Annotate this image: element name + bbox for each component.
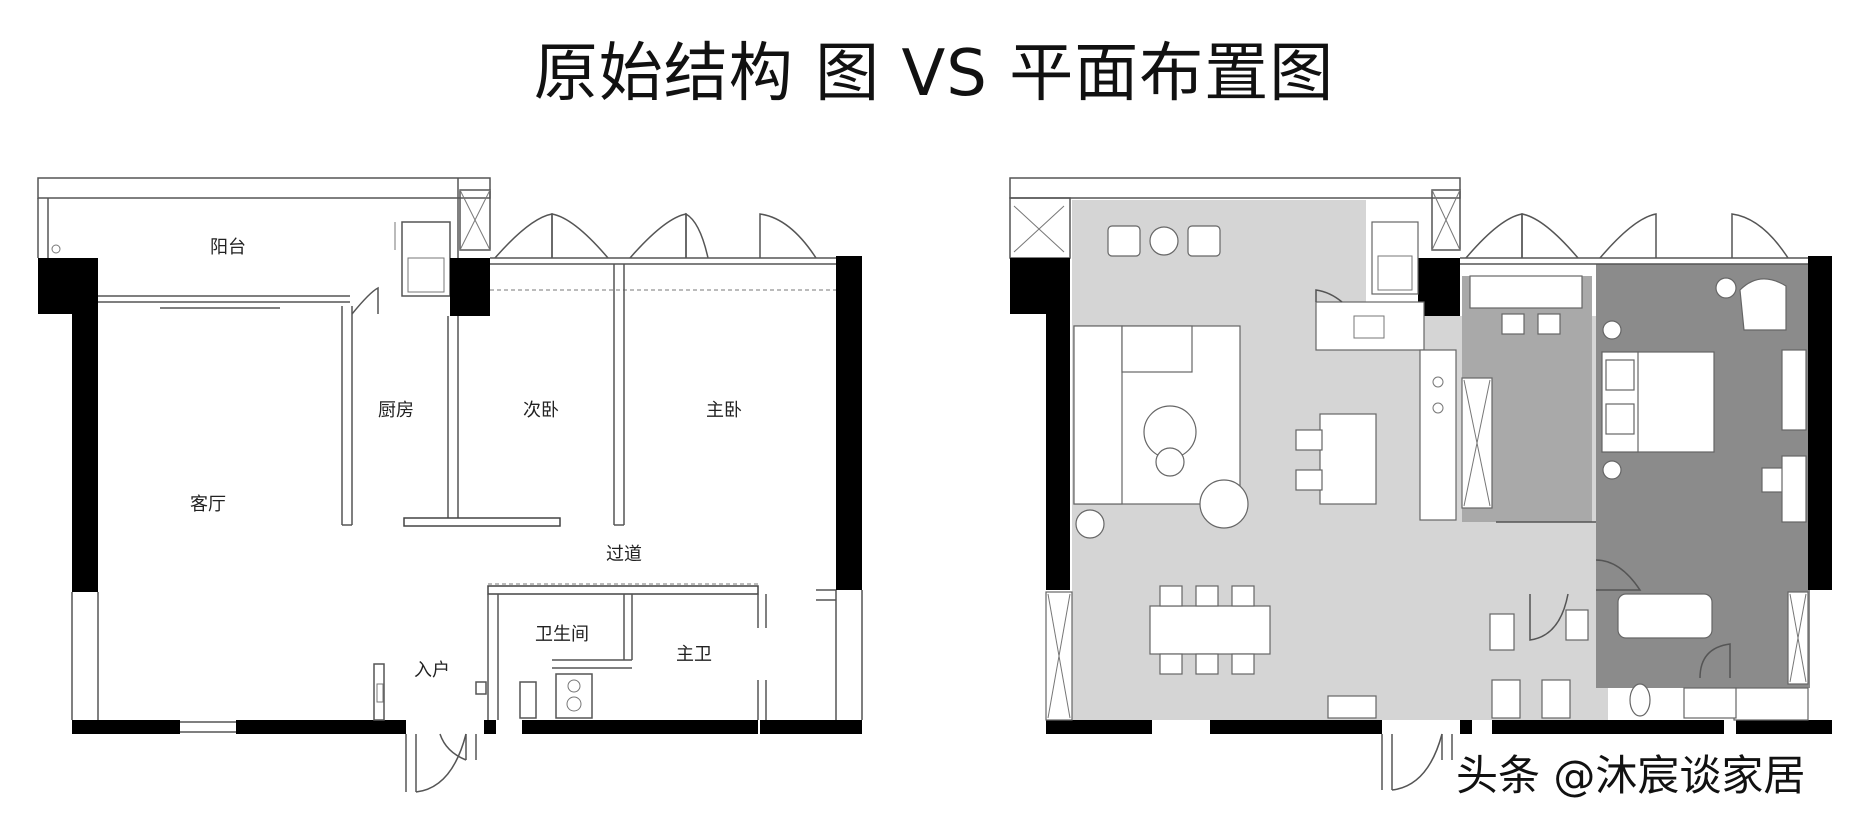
- wall-column: [836, 256, 862, 590]
- laundry-unit: [401, 221, 451, 297]
- original-structure-plan: 阳台 厨房 次卧 主卧 客厅 过道 卫生间 入户 主卫: [37, 177, 863, 793]
- kitchen-label: 厨房: [378, 400, 414, 421]
- bathroom-label: 卫生间: [535, 624, 589, 645]
- corridor-label: 过道: [606, 544, 642, 565]
- page-title: 原始结构 图 VS 平面布置图: [533, 37, 1335, 111]
- living-room-label: 客厅: [190, 494, 226, 515]
- master-bedroom-label: 主卧: [706, 400, 742, 421]
- wall-column: [38, 258, 98, 314]
- furnished-layout-plan: [1009, 177, 1832, 791]
- balcony-rail: [37, 177, 491, 199]
- master-bathroom-label: 主卫: [676, 644, 712, 665]
- watermark: 头条 @沐宸谈家居: [1456, 751, 1806, 800]
- balcony-zone: [1072, 200, 1366, 316]
- balcony-label: 阳台: [210, 237, 246, 258]
- balcony-cabinet: [459, 189, 491, 251]
- entrance-label: 入户: [414, 660, 450, 681]
- wall-column: [450, 258, 490, 316]
- wall-column: [72, 314, 98, 592]
- second-bedroom-label: 次卧: [523, 400, 559, 421]
